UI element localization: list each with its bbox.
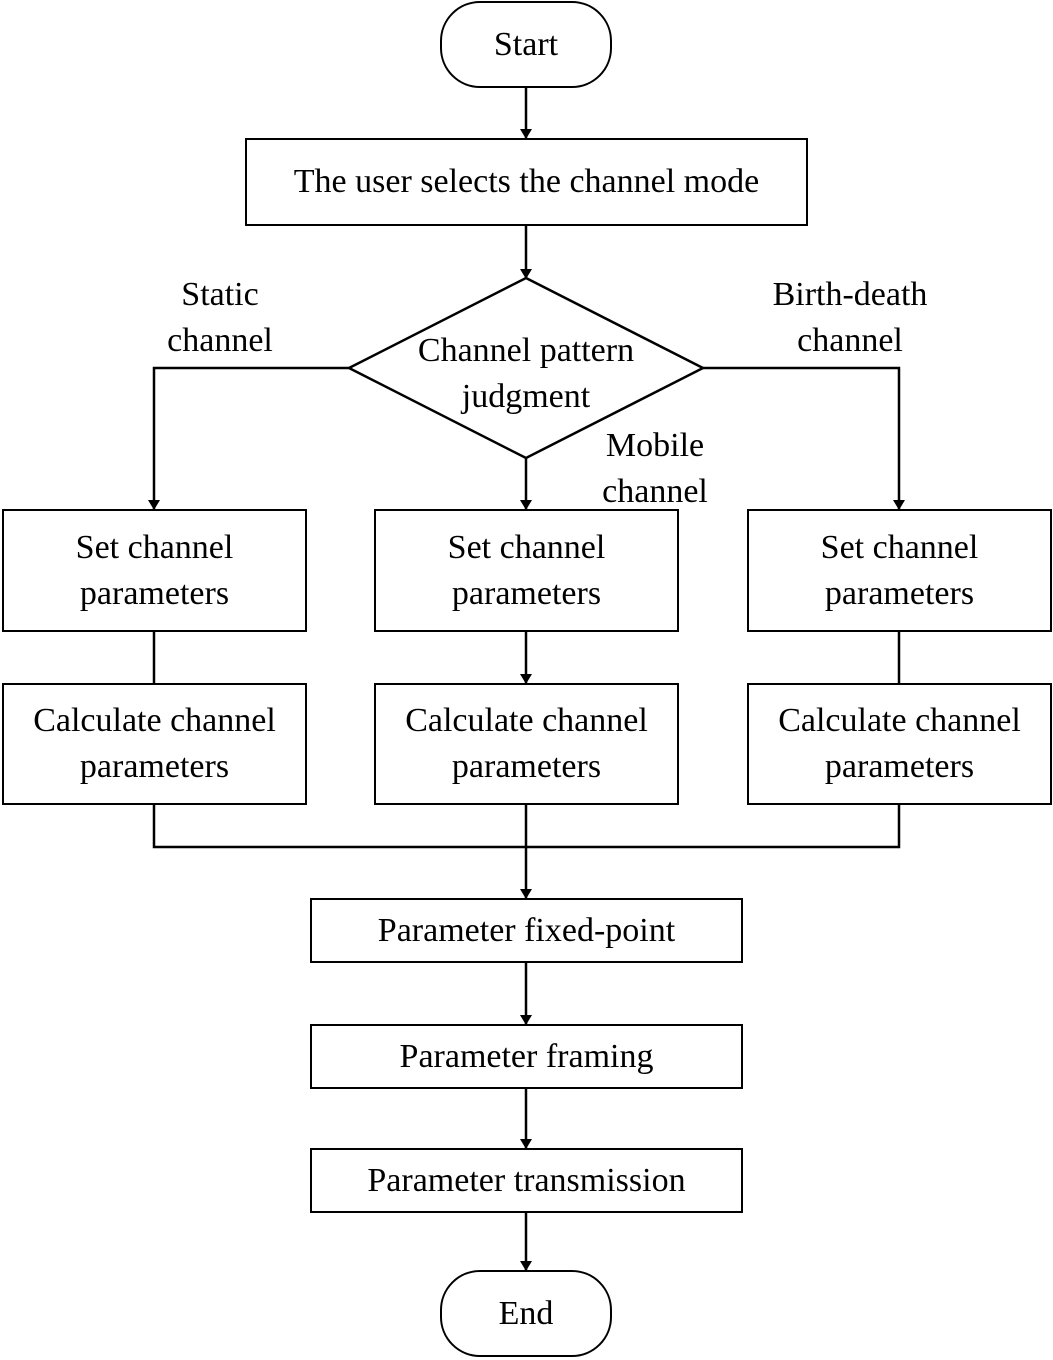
edge-decision-static (148, 366, 349, 510)
framing-box: Parameter framing (310, 1024, 743, 1089)
edge-decision-birth (703, 366, 905, 510)
mobile-calc-box: Calculate channel parameters (374, 683, 679, 805)
transmission-box: Parameter transmission (310, 1148, 743, 1213)
start-terminal: Start (440, 1, 612, 88)
branch-label-birth-death: Birth-death channel (772, 276, 928, 359)
static-set-box: Set channel parameters (2, 509, 307, 632)
end-terminal: End (440, 1270, 612, 1357)
mobile-set-box: Set channel parameters (374, 509, 679, 632)
static-calc-box: Calculate channel parameters (2, 683, 307, 805)
branch-label-mobile: Mobile channel (602, 427, 708, 510)
birth-calc-box: Calculate channel parameters (747, 683, 1052, 805)
decision-label: Channel pattern judgment (417, 332, 635, 415)
branch-label-static: Static channel (167, 276, 273, 359)
select-mode-box: The user selects the channel mode (245, 138, 808, 226)
fixed-point-box: Parameter fixed-point (310, 898, 743, 963)
birth-set-box: Set channel parameters (747, 509, 1052, 632)
